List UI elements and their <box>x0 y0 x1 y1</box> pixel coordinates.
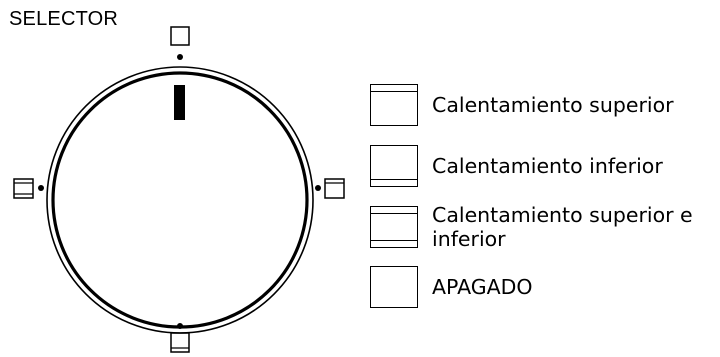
legend-label: Calentamiento superior e inferior <box>432 203 693 251</box>
legend-label: Calentamiento superior <box>432 93 674 117</box>
selector-title: SELECTOR <box>9 8 119 30</box>
dial-position-right <box>315 178 345 199</box>
empty-square-icon <box>370 266 418 308</box>
legend-label: Calentamiento inferior <box>432 154 663 178</box>
upper-heat-icon <box>324 178 345 199</box>
dial-position-top <box>170 26 190 60</box>
position-dot <box>177 54 183 60</box>
dial-position-bottom <box>170 323 190 353</box>
legend-item-off: APAGADO <box>370 266 533 308</box>
legend-item-lower: Calentamiento inferior <box>370 145 663 187</box>
legend-label: APAGADO <box>432 275 533 299</box>
position-dot <box>38 185 44 191</box>
selector-pointer <box>174 85 185 120</box>
selector-knob[interactable] <box>46 66 314 334</box>
upper-lower-heat-icon <box>13 178 34 199</box>
position-dot <box>315 185 321 191</box>
legend-item-upper-lower: Calentamiento superior e inferior <box>370 203 720 251</box>
dial-position-left <box>13 178 44 199</box>
lower-heat-icon <box>370 145 418 187</box>
position-dot <box>177 323 183 329</box>
lower-heat-icon <box>170 332 190 353</box>
upper-heat-icon <box>370 84 418 126</box>
legend-item-upper: Calentamiento superior <box>370 84 674 126</box>
upper-lower-heat-icon <box>370 206 418 248</box>
empty-square-icon <box>170 26 190 46</box>
